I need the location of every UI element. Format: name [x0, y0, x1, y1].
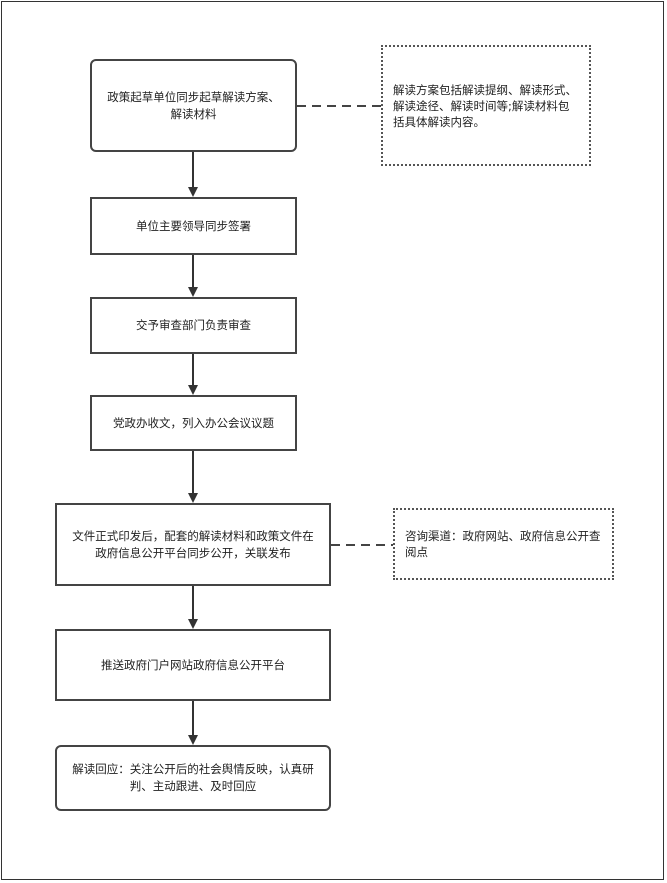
note-interpretation-scheme-text: 解读方案包括解读提纲、解读形式、解读途径、解读时间等;解读材料包括具体解读内容。	[393, 82, 577, 129]
flow-step-response: 解读回应：关注公开后的社会舆情反映，认真研判、主动跟进、及时回应	[55, 745, 331, 811]
flow-step-push-portal: 推送政府门户网站政府信息公开平台	[55, 629, 331, 701]
flow-step-leader-signing: 单位主要领导同步签署	[90, 197, 297, 255]
flow-step-drafting: 政策起草单位同步起草解读方案、解读材料	[90, 59, 297, 152]
note-consultation-channels-text: 咨询渠道：政府网站、政府信息公开查阅点	[405, 529, 601, 559]
flow-step-publication-label: 文件正式印发后，配套的解读材料和政策文件在政府信息公开平台同步公开，关联发布	[72, 528, 314, 560]
flow-step-party-office-label: 党政办收文，列入办公会议议题	[113, 415, 274, 430]
flow-step-response-label: 解读回应：关注公开后的社会舆情反映，认真研判、主动跟进、及时回应	[72, 762, 314, 793]
flow-step-drafting-label: 政策起草单位同步起草解读方案、解读材料	[107, 89, 280, 121]
flow-step-review: 交予审查部门负责审查	[90, 297, 297, 354]
flow-step-review-label: 交予审查部门负责审查	[136, 318, 251, 332]
note-interpretation-scheme: 解读方案包括解读提纲、解读形式、解读途径、解读时间等;解读材料包括具体解读内容。	[381, 45, 591, 166]
flow-step-leader-signing-label: 单位主要领导同步签署	[136, 218, 251, 233]
note-consultation-channels: 咨询渠道：政府网站、政府信息公开查阅点	[393, 508, 614, 580]
flow-step-party-office: 党政办收文，列入办公会议议题	[90, 395, 297, 451]
flow-step-push-portal-label: 推送政府门户网站政府信息公开平台	[101, 657, 285, 672]
flow-step-publication: 文件正式印发后，配套的解读材料和政策文件在政府信息公开平台同步公开，关联发布	[55, 503, 331, 586]
